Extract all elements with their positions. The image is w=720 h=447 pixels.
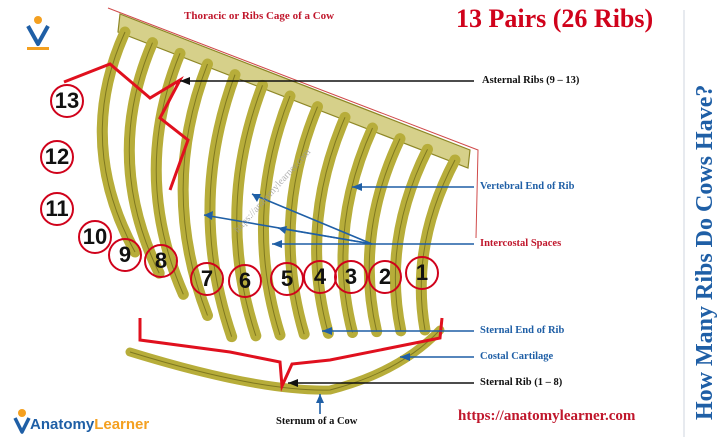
sternum-arrowhead [316,394,324,403]
asternal-outline [63,62,190,191]
vertebral-arrowhead [352,183,362,191]
rib-outline [128,42,160,274]
intercostal-arrowhead-4 [272,240,282,248]
rib-outline [209,74,236,337]
rib-number-13: 13 [50,84,84,118]
label-sternum: Sternum of a Cow [276,416,358,427]
rib-outline [342,127,373,333]
logo-main-text: Anatomy [30,416,95,433]
sternal-end-arrowhead [322,327,332,335]
rib-outline [101,31,136,253]
rib-outline [368,138,401,332]
intercostal-arrowhead-2 [204,211,213,220]
rib-number-8: 8 [144,244,178,278]
asternal-arrowhead [180,77,190,85]
anatomy-learner-mini-logo-icon [24,14,52,54]
label-vertebral-end: Vertebral End of Rib [480,181,575,192]
rib-number-6: 6 [228,264,262,298]
rib-outline [236,85,263,336]
label-sternal-end: Sternal End of Rib [480,325,565,336]
page-title: 13 Pairs (26 Ribs) [456,4,654,33]
rib-number-3: 3 [334,260,368,294]
intercostal-arrowhead-3 [278,226,287,234]
rib-number-5: 5 [270,262,304,296]
rib-outline [289,106,318,335]
sternal-rib-arrowhead [288,379,298,387]
site-url[interactable]: https://anatomylearner.com [458,408,636,424]
arrowheads [180,77,410,403]
rib-bone [415,154,461,336]
logo-figure-icon [13,409,31,434]
rib-outline [420,159,456,331]
rib-number-12: 12 [40,140,74,174]
intercostal-arrow-1 [251,193,373,245]
rib-outline [316,117,346,334]
label-intercostal-spaces: Intercostal Spaces [480,238,562,249]
intercostal-arrowhead-1 [252,194,261,202]
sternal-outline [138,317,444,392]
side-title: How Many Ribs Do Cows Have? [692,84,718,420]
label-asternal-ribs: Asternal Ribs (9 – 13) [482,75,580,86]
cage-boundary-line [107,7,479,239]
cage-title: Thoracic or Ribs Cage of a Cow [184,10,335,22]
logo-accent-text: Learner [94,416,150,433]
rib-number-1: 1 [405,256,439,290]
rib-outline [394,149,428,331]
anatomy-learner-logo-icon: AnatomyLearner [30,416,149,433]
rib-number-11: 11 [40,192,74,226]
rib-number-4: 4 [303,260,337,294]
rib-outline [262,95,291,336]
rib-number-9: 9 [108,238,142,272]
label-sternal-rib: Sternal Rib (1 – 8) [480,377,563,388]
pointer-arrows [180,80,474,414]
mini-logo-graphic [26,16,50,50]
rib-number-2: 2 [368,260,402,294]
vertebral-column [117,13,471,169]
rib-number-10: 10 [78,220,112,254]
intercostal-arrow-3 [277,227,373,245]
costal-arrowhead [400,353,410,361]
label-costal-cartilage: Costal Cartilage [480,351,554,362]
rib-number-7: 7 [190,262,224,296]
